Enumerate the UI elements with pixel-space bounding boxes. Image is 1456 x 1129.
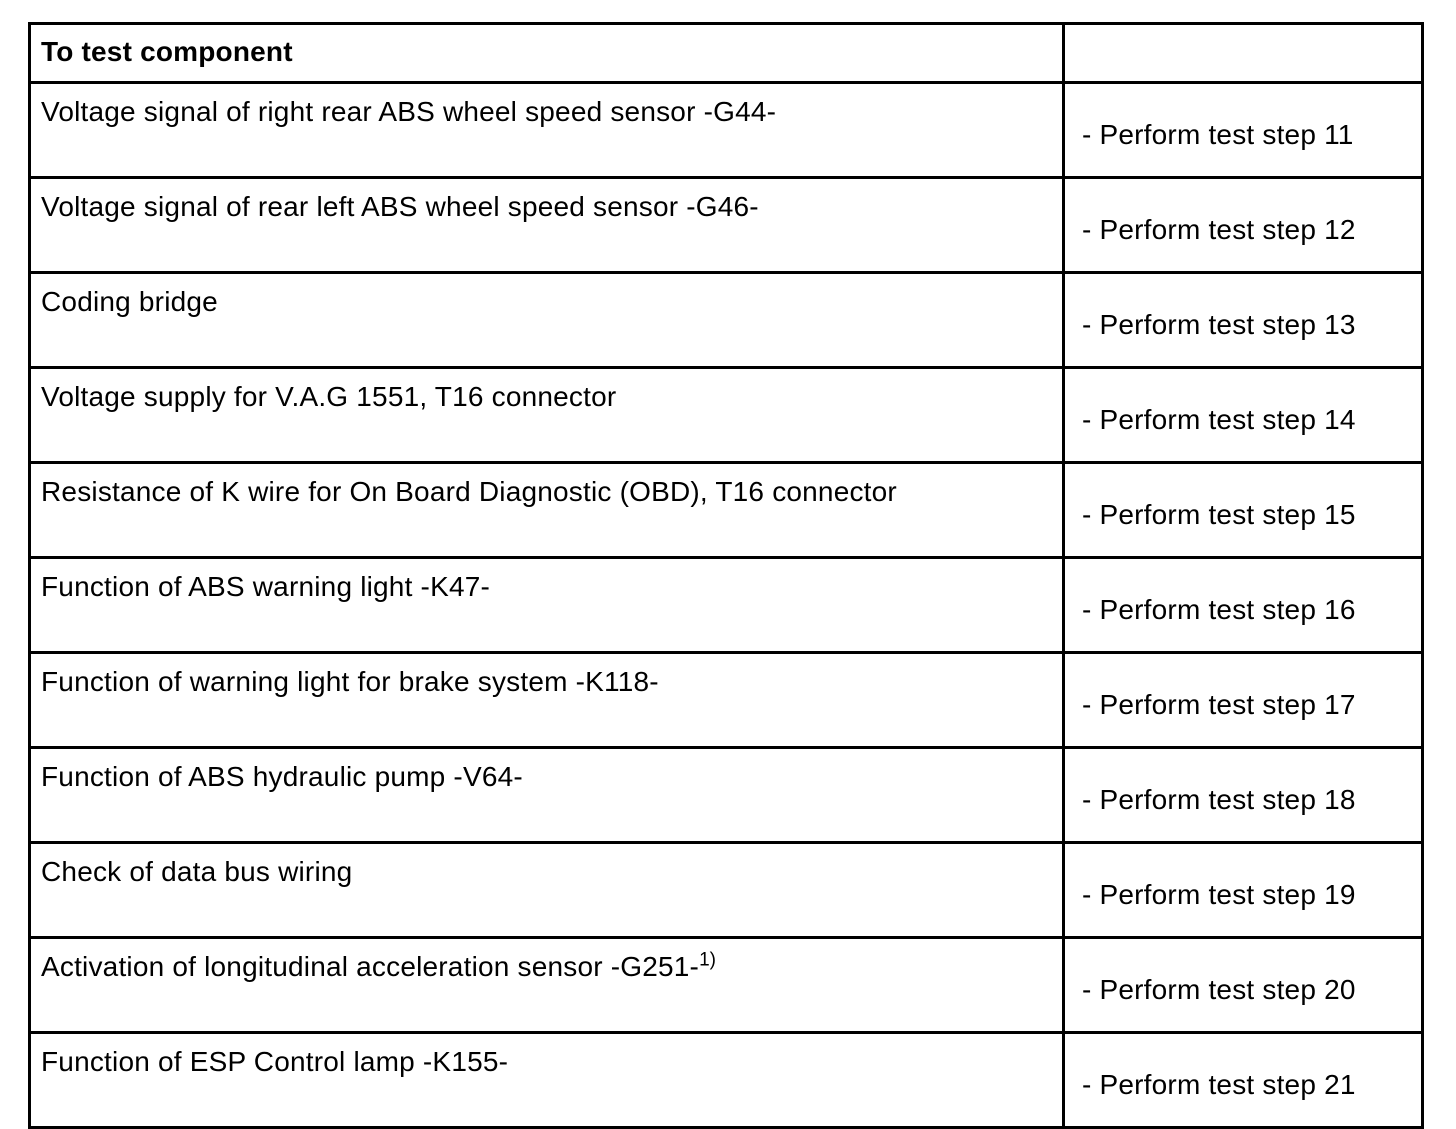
table-row: Coding bridge - Perform test step 13 [28,271,1424,369]
header-row: To test component [28,22,1424,84]
component-cell: Function of warning light for brake syst… [28,651,1065,749]
action-cell: - Perform test step 20 [1062,936,1424,1034]
action-cell: - Perform test step 16 [1062,556,1424,654]
perform-test-step-label: - Perform test step 20 [1082,973,1356,1005]
component-label: Voltage signal of right rear ABS wheel s… [41,96,777,127]
component-cell: Voltage signal of right rear ABS wheel s… [28,81,1065,179]
action-cell: - Perform test step 19 [1062,841,1424,939]
table-row: Function of ABS hydraulic pump -V64- - P… [28,746,1424,844]
component-cell: Voltage signal of rear left ABS wheel sp… [28,176,1065,274]
table-row: Voltage signal of right rear ABS wheel s… [28,81,1424,179]
action-cell: - Perform test step 13 [1062,271,1424,369]
component-cell: Function of ABS hydraulic pump -V64- [28,746,1065,844]
component-label: Activation of longitudinal acceleration … [41,951,700,982]
perform-test-step-label: - Perform test step 21 [1082,1068,1356,1100]
component-cell: Function of ESP Control lamp -K155- [28,1031,1065,1129]
action-cell: - Perform test step 12 [1062,176,1424,274]
perform-test-step-label: - Perform test step 14 [1082,403,1356,435]
component-cell: Activation of longitudinal acceleration … [28,936,1065,1034]
component-cell: Coding bridge [28,271,1065,369]
action-cell: - Perform test step 14 [1062,366,1424,464]
component-label: Resistance of K wire for On Board Diagno… [41,476,897,507]
perform-test-step-label: - Perform test step 12 [1082,213,1356,245]
table-body: Voltage signal of right rear ABS wheel s… [28,81,1424,1129]
table-row: Check of data bus wiring - Perform test … [28,841,1424,939]
component-label: Voltage supply for V.A.G 1551, T16 conne… [41,381,617,412]
component-cell: Voltage supply for V.A.G 1551, T16 conne… [28,366,1065,464]
table-row: Voltage signal of rear left ABS wheel sp… [28,176,1424,274]
table-header: To test component [28,22,1424,84]
action-cell: - Perform test step 18 [1062,746,1424,844]
perform-test-step-label: - Perform test step 19 [1082,878,1356,910]
footnote-marker: 1) [699,949,716,971]
table-row: Function of ABS warning light -K47- - Pe… [28,556,1424,654]
component-cell: Function of ABS warning light -K47- [28,556,1065,654]
test-component-table: To test component Voltage signal of righ… [28,22,1424,1129]
table-row: Function of warning light for brake syst… [28,651,1424,749]
action-cell: - Perform test step 15 [1062,461,1424,559]
component-label: Check of data bus wiring [41,856,353,887]
action-cell: - Perform test step 11 [1062,81,1424,179]
component-label: Voltage signal of rear left ABS wheel sp… [41,191,759,222]
component-label: Function of ABS hydraulic pump -V64- [41,761,523,792]
component-label: Coding bridge [41,286,218,317]
component-cell: Check of data bus wiring [28,841,1065,939]
perform-test-step-label: - Perform test step 17 [1082,688,1356,720]
component-cell: Resistance of K wire for On Board Diagno… [28,461,1065,559]
table-row: Function of ESP Control lamp -K155- - Pe… [28,1031,1424,1129]
perform-test-step-label: - Perform test step 13 [1082,308,1356,340]
header-cell-empty [1062,22,1424,84]
action-cell: - Perform test step 21 [1062,1031,1424,1129]
component-label: Function of ABS warning light -K47- [41,571,491,602]
perform-test-step-label: - Perform test step 18 [1082,783,1356,815]
perform-test-step-label: - Perform test step 11 [1082,118,1354,150]
perform-test-step-label: - Perform test step 15 [1082,498,1356,530]
component-label: Function of warning light for brake syst… [41,666,659,697]
table-row: Resistance of K wire for On Board Diagno… [28,461,1424,559]
perform-test-step-label: - Perform test step 16 [1082,593,1356,625]
table-row: Voltage supply for V.A.G 1551, T16 conne… [28,366,1424,464]
table-row: Activation of longitudinal acceleration … [28,936,1424,1034]
component-label: Function of ESP Control lamp -K155- [41,1046,509,1077]
action-cell: - Perform test step 17 [1062,651,1424,749]
header-cell-to-test-component: To test component [28,22,1065,84]
